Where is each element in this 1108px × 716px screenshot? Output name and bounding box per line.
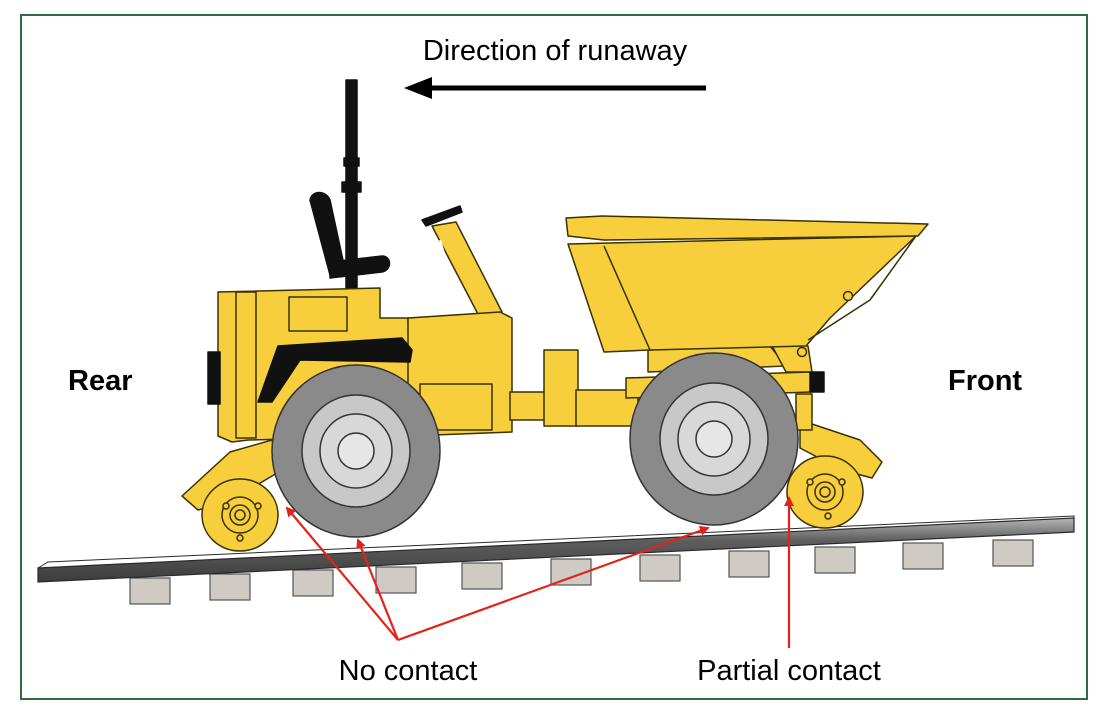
partial-contact-label: Partial contact [697,655,881,687]
no-contact-arrow-rear-rail [285,506,399,641]
front-rail-wheel [786,455,864,529]
road-rail-dumper-icon [181,79,929,552]
rear-label: Rear [68,365,133,397]
front-label: Front [948,365,1022,397]
direction-label: Direction of runaway [423,35,688,67]
rear-rail-wheel [201,478,279,552]
front-road-wheel [629,352,799,526]
direction-arrow [404,77,706,99]
no-contact-label: No contact [339,655,478,687]
contact-arrows [285,496,794,648]
no-contact-arrow-rear-road [356,538,400,641]
no-contact-arrow-front-road [397,526,710,642]
rear-road-wheel [271,364,441,538]
rail [37,515,1075,583]
left-arrow-icon [404,77,432,99]
rail-sleepers [129,539,1034,605]
